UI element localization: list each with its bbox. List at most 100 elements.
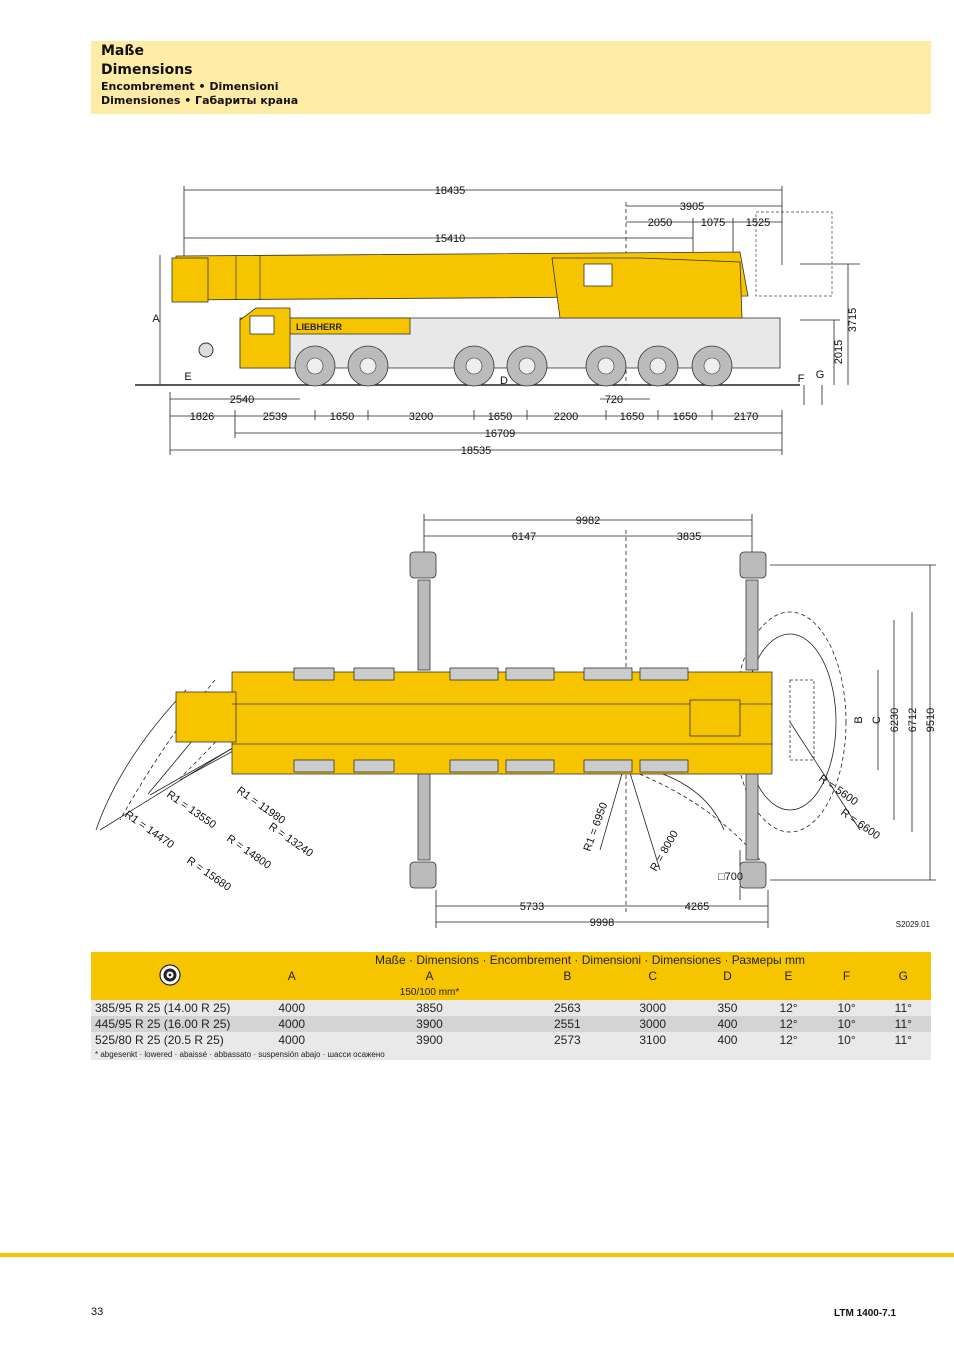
radius-r1-14470: R1 = 14470 bbox=[122, 809, 176, 852]
dim-3200: 3200 bbox=[409, 411, 433, 423]
cell: 400 bbox=[695, 1016, 760, 1032]
subtitle-2: Dimensiones • Габариты крана bbox=[101, 94, 299, 107]
dim-6230: 6230 bbox=[889, 708, 901, 732]
dim-6147: 6147 bbox=[512, 531, 536, 543]
dim-1650-c: 1650 bbox=[620, 411, 644, 423]
label-a: A bbox=[152, 313, 160, 325]
dim-16709: 16709 bbox=[485, 428, 516, 440]
col-f: F bbox=[817, 968, 876, 984]
dim-1826: 1826 bbox=[190, 411, 214, 423]
cell: 3100 bbox=[610, 1032, 696, 1048]
table-row: 445/95 R 25 (16.00 R 25) 4000 3900 2551 … bbox=[91, 1016, 931, 1032]
table-row: 525/80 R 25 (20.5 R 25) 4000 3900 2573 3… bbox=[91, 1032, 931, 1048]
cell: 3900 bbox=[334, 1016, 525, 1032]
dim-2015: 2015 bbox=[833, 340, 845, 364]
footer-rule bbox=[0, 1253, 954, 1257]
label-f: F bbox=[798, 373, 805, 385]
cell: 400 bbox=[695, 1032, 760, 1048]
subtitle-1: Encombrement • Dimensioni bbox=[101, 80, 279, 93]
table-footnote: * abgesenkt · lowered · abaissé · abbass… bbox=[91, 1048, 931, 1060]
col-d: D bbox=[695, 968, 760, 984]
col-c: C bbox=[610, 968, 696, 984]
cell: 12° bbox=[759, 1016, 818, 1032]
page-number: 33 bbox=[91, 1306, 104, 1318]
dim-4265: 4265 bbox=[685, 901, 709, 913]
dim-9982: 9982 bbox=[576, 515, 600, 527]
col-g: G bbox=[875, 968, 931, 984]
cell: 12° bbox=[759, 1000, 818, 1016]
cell: 12° bbox=[759, 1032, 818, 1048]
radius-r-14800: R = 14800 bbox=[224, 833, 273, 872]
cell: 3850 bbox=[334, 1000, 525, 1016]
cell: 4000 bbox=[249, 1000, 335, 1016]
tyre-icon bbox=[159, 963, 181, 986]
model-name: LTM 1400-7.1 bbox=[834, 1308, 897, 1319]
dim-1075: 1075 bbox=[701, 217, 725, 229]
figure-id: S2029.01 bbox=[895, 920, 930, 929]
crane-side: LIEBHERR bbox=[171, 211, 833, 387]
table-row: 385/95 R 25 (14.00 R 25) 4000 3850 2563 … bbox=[91, 1000, 931, 1016]
cell: 10° bbox=[817, 1016, 876, 1032]
dim-6712: 6712 bbox=[907, 708, 919, 732]
dim-18435: 18435 bbox=[435, 185, 466, 197]
radius-r1-11980: R1 = 11980 bbox=[234, 785, 287, 827]
dim-5733: 5733 bbox=[520, 901, 544, 913]
radius-r-15680: R = 15680 bbox=[184, 855, 233, 894]
cell: 4000 bbox=[249, 1032, 335, 1048]
table-caption: Maße · Dimensions · Encombrement · Dimen… bbox=[249, 952, 931, 968]
radius-r-6600: R = 6600 bbox=[838, 807, 882, 843]
dim-18535: 18535 bbox=[461, 445, 492, 457]
cell: 350 bbox=[695, 1000, 760, 1016]
side-view-drawing: LIEBHERR 18435 3905 2050 1075 bbox=[135, 185, 860, 457]
cell: 3000 bbox=[610, 1016, 696, 1032]
dim-1650-b: 1650 bbox=[488, 411, 512, 423]
cell: 10° bbox=[817, 1000, 876, 1016]
dim-2539: 2539 bbox=[263, 411, 287, 423]
dimensions-table: Maße · Dimensions · Encombrement · Dimen… bbox=[91, 952, 931, 1060]
col-a1: A bbox=[249, 968, 335, 984]
tyre-label: 525/80 R 25 (20.5 R 25) bbox=[91, 1032, 249, 1048]
radius-r-13240: R = 13240 bbox=[266, 821, 315, 860]
title-de: Maße bbox=[101, 43, 144, 59]
col-a2: A bbox=[334, 968, 525, 984]
cell: 2563 bbox=[524, 1000, 611, 1016]
cell: 11° bbox=[875, 1000, 931, 1016]
dim-1650-d: 1650 bbox=[673, 411, 697, 423]
col-e: E bbox=[759, 968, 818, 984]
section-header: Maße Dimensions Encombrement • Dimension… bbox=[91, 41, 931, 114]
cell: 2573 bbox=[524, 1032, 611, 1048]
pad-size: □700 bbox=[718, 871, 743, 883]
top-view-drawing: 9982 6147 3835 B C 6230 6712 9510 R1 = 1… bbox=[95, 514, 937, 929]
label-g: G bbox=[816, 369, 825, 381]
label-c: C bbox=[871, 716, 883, 724]
label-e: E bbox=[184, 371, 191, 383]
tyre-label: 445/95 R 25 (16.00 R 25) bbox=[91, 1016, 249, 1032]
cell: 3900 bbox=[334, 1032, 525, 1048]
cell: 2551 bbox=[524, 1016, 611, 1032]
radius-r1-13550: R1 = 13550 bbox=[164, 789, 218, 832]
title-en: Dimensions bbox=[101, 62, 193, 78]
radius-r1-6950: R1 = 6950 bbox=[582, 801, 611, 853]
dim-9510: 9510 bbox=[925, 708, 937, 732]
cell: 10° bbox=[817, 1032, 876, 1048]
cell: 11° bbox=[875, 1032, 931, 1048]
dim-2170: 2170 bbox=[734, 411, 758, 423]
dim-3715: 3715 bbox=[847, 308, 859, 332]
col-a2-subheader: 150/100 mm* bbox=[334, 984, 525, 1000]
cell: 11° bbox=[875, 1016, 931, 1032]
dim-720: 720 bbox=[605, 394, 623, 406]
brand-label: LIEBHERR bbox=[296, 322, 343, 332]
cell: 4000 bbox=[249, 1016, 335, 1032]
label-d: D bbox=[500, 375, 508, 387]
dim-15410: 15410 bbox=[435, 233, 466, 245]
dim-3835: 3835 bbox=[677, 531, 701, 543]
tyre-label: 385/95 R 25 (14.00 R 25) bbox=[91, 1000, 249, 1016]
col-b: B bbox=[524, 968, 611, 984]
radius-r-8000: R = 8000 bbox=[648, 829, 681, 874]
label-b: B bbox=[853, 716, 865, 723]
cell: 3000 bbox=[610, 1000, 696, 1016]
dim-1650-a: 1650 bbox=[330, 411, 354, 423]
dim-3905: 3905 bbox=[680, 201, 704, 213]
dim-1525: 1525 bbox=[746, 217, 770, 229]
dim-2050: 2050 bbox=[648, 217, 672, 229]
